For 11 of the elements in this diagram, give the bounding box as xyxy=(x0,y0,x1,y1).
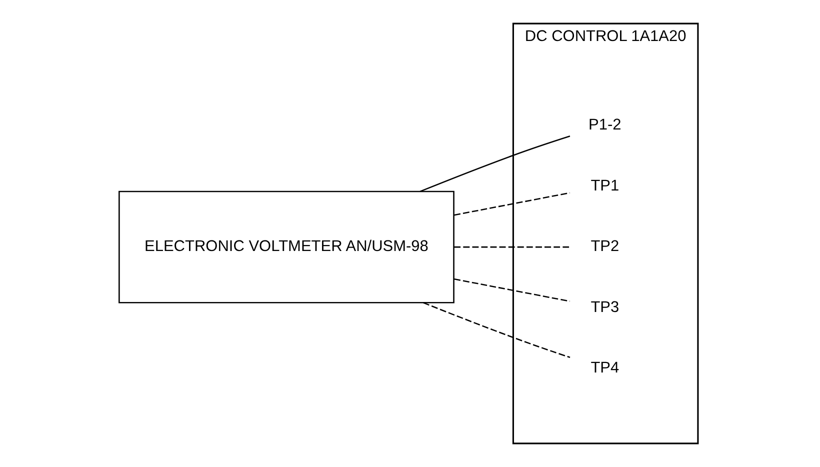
node-box: ELECTRONIC VOLTMETER AN/USM-98 xyxy=(118,190,454,304)
node-text: P1-2 xyxy=(588,116,621,134)
connector xyxy=(454,246,570,248)
connector xyxy=(419,135,570,192)
node-text: TP4 xyxy=(590,360,619,377)
node-text: TP3 xyxy=(590,298,619,316)
connector xyxy=(422,302,570,358)
node-text: TP1 xyxy=(590,177,619,194)
connector xyxy=(453,192,570,216)
connector xyxy=(453,278,570,302)
node-text: TP2 xyxy=(590,238,619,256)
